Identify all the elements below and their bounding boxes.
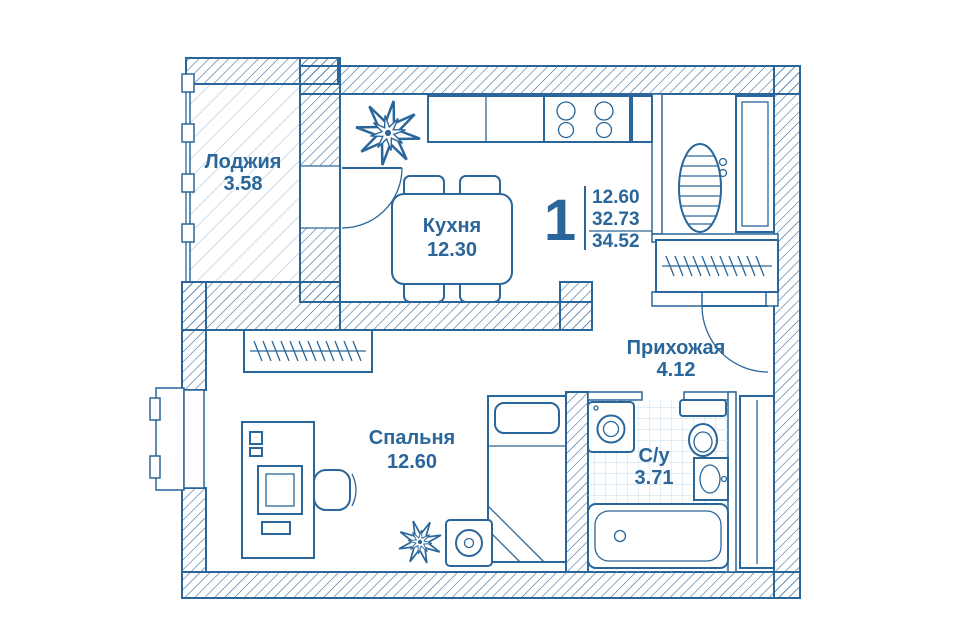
bathtub-icon — [587, 503, 729, 569]
sink-icon — [693, 457, 729, 501]
bedroom-room: Спальня 12.60 — [149, 329, 567, 570]
wall-bath-right — [727, 391, 737, 573]
bedroom-window — [149, 387, 205, 491]
loggia-floor — [189, 83, 301, 283]
bathroom-area: 3.71 — [635, 467, 674, 489]
wall-pillar — [559, 281, 593, 331]
hallway-area: 4.12 — [657, 359, 696, 381]
pillow — [494, 402, 560, 434]
window-tick — [149, 455, 161, 479]
kitchen-cabinet — [631, 95, 653, 143]
bathroom-label: С/у — [638, 445, 670, 467]
plant-icon — [392, 514, 448, 570]
wall-bath-top-left — [587, 391, 643, 401]
hallway-label: Прихожая — [627, 337, 726, 359]
kitchen-room: Кухня 12.30 — [350, 95, 653, 303]
hallway-room: Прихожая 4.12 — [627, 95, 779, 569]
kitchen-area: 12.30 — [427, 239, 477, 261]
loggia-area: 3.58 — [224, 173, 263, 195]
total-with-loggia: 34.52 — [592, 231, 640, 252]
kitchen-label: Кухня — [423, 215, 481, 237]
wall-top — [299, 65, 801, 95]
coat-rack-icon — [678, 143, 728, 233]
living-area: 12.60 — [592, 187, 640, 208]
plant-icon — [350, 95, 425, 170]
entrance-door — [701, 305, 769, 373]
window-tick — [181, 73, 195, 93]
wall-kitchen-bottom — [339, 301, 593, 331]
bed — [487, 395, 567, 563]
cabinet-bottom-right — [739, 395, 775, 569]
wardrobe-icon — [655, 239, 779, 293]
wall-left-low — [181, 487, 207, 573]
wall-right — [773, 65, 801, 599]
washing-machine-icon — [587, 401, 635, 453]
cabinet-top-right — [735, 95, 775, 233]
rooms-count: 1 — [544, 188, 576, 253]
wall-bottom — [181, 571, 801, 599]
window-tick — [181, 123, 195, 143]
loggia-room: Лоджия 3.58 — [181, 73, 301, 283]
dining-table — [391, 175, 513, 303]
window-tick — [149, 397, 161, 421]
window-tick — [181, 223, 195, 243]
unit-info: 1 12.60 32.73 34.52 — [544, 186, 652, 253]
walls — [181, 57, 801, 599]
wall-bath-top-right — [683, 391, 735, 401]
wall-under-loggia — [181, 281, 341, 331]
balcony-door-arc — [341, 167, 403, 229]
bedroom-label: Спальня — [369, 427, 455, 449]
balcony-door — [301, 165, 403, 229]
wall-entry-stub-right — [765, 291, 779, 307]
table-top — [391, 193, 513, 285]
desk-chair — [313, 469, 357, 511]
desk — [241, 421, 315, 559]
wall-kitchen-closet — [651, 93, 663, 235]
bedroom-wardrobe-icon — [243, 329, 373, 373]
wall-entry-stub-left — [651, 291, 703, 307]
bathroom-room: С/у 3.71 — [587, 399, 729, 572]
stove-icon — [543, 95, 631, 143]
total-area: 32.73 — [592, 209, 640, 230]
entrance-door-arc — [701, 305, 769, 373]
toilet-icon — [679, 399, 727, 457]
speaker-icon — [445, 519, 493, 567]
window-tick — [181, 173, 195, 193]
bedroom-area: 12.60 — [387, 451, 437, 473]
loggia-label: Лоджия — [205, 151, 282, 173]
wall-bedroom-bathroom — [565, 391, 589, 573]
